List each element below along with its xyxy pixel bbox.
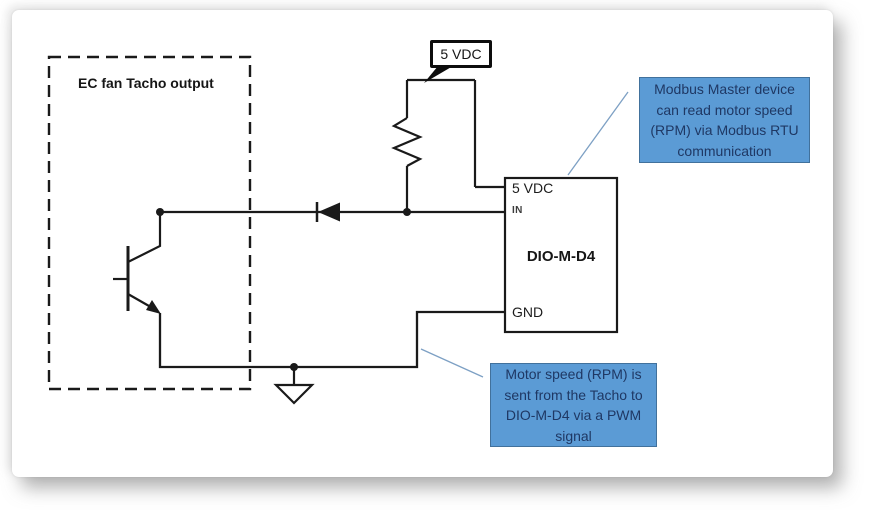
- device-name: DIO-M-D4: [526, 248, 596, 265]
- modbus-callout-line: Modbus Master device: [654, 81, 795, 97]
- modbus-callout: Modbus Master device can read motor spee…: [639, 77, 810, 163]
- junction-dot: [156, 208, 164, 216]
- pwm-callout-line: Motor speed (RPM) is: [505, 366, 642, 382]
- supply-wiring: [405, 78, 505, 212]
- diode-symbol: [315, 202, 340, 222]
- junction-dot: [403, 208, 411, 216]
- resistor-symbol: [391, 117, 423, 167]
- ground-symbol: [273, 367, 315, 405]
- device-pin-5vdc: 5 VDC: [512, 180, 554, 196]
- pwm-callout: Motor speed (RPM) is sent from the Tacho…: [490, 363, 657, 447]
- pwm-leader-line: [420, 348, 484, 378]
- modbus-callout-line: communication: [677, 142, 772, 159]
- fan-box-label: EC fan Tacho output: [78, 75, 214, 91]
- npn-transistor-symbol: [113, 213, 162, 314]
- device-pin-in: IN: [512, 205, 523, 216]
- pwm-callout-line: DIO-M-D4 via a PWM: [505, 407, 642, 423]
- modbus-leader-line: [567, 91, 629, 176]
- device-box: [503, 176, 619, 334]
- pwm-callout-line: sent from the Tacho to: [504, 386, 643, 403]
- pwm-callout-line: signal: [555, 427, 592, 444]
- supply-callout-tail: [424, 66, 453, 83]
- fan-dashed-box: [47, 55, 252, 391]
- modbus-callout-line: (RPM) via Modbus RTU: [650, 122, 799, 138]
- supply-voltage-callout: 5 VDC: [430, 40, 492, 68]
- ground-wire: [158, 310, 505, 369]
- supply-voltage-label: 5 VDC: [440, 46, 482, 62]
- device-pin-gnd: GND: [512, 304, 544, 320]
- junction-dot: [290, 363, 298, 371]
- modbus-callout-line: can read motor speed: [656, 101, 793, 118]
